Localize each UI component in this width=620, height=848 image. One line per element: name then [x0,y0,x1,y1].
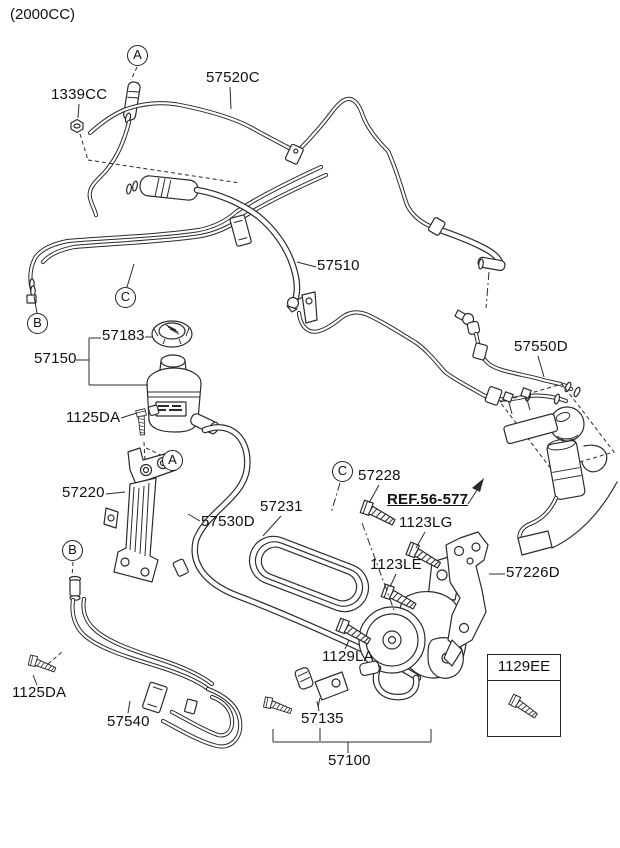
part-label-1125da-top[interactable]: 1125DA [66,409,121,426]
nut-1339cc [70,118,84,134]
callout-a-top: A [127,45,148,66]
cooler-tube-57550d [454,309,582,399]
inset-box-1129ee: 1129EE [487,654,561,737]
part-label-1123lg[interactable]: 1123LG [399,514,453,531]
part-label-57510[interactable]: 57510 [317,257,360,274]
callout-c-right: C [332,461,353,482]
part-label-1123le[interactable]: 1123LE [370,556,422,573]
part-label-57226d[interactable]: 57226D [506,564,560,581]
part-label-57520c[interactable]: 57520C [206,69,260,86]
leader-lines [32,86,545,753]
steering-gear-assembly [499,383,618,556]
part-label-57540[interactable]: 57540 [107,713,150,730]
return-tube-57520c [87,96,506,272]
part-label-57100[interactable]: 57100 [328,752,371,769]
bolt-1125da-top [135,408,149,436]
part-label-1129la[interactable]: 1129LA [322,648,374,665]
callout-connectors [33,66,395,611]
part-label-1125da-bottom[interactable]: 1125DA [12,684,67,701]
drive-belt-57231 [248,535,370,613]
part-label-57550d[interactable]: 57550D [514,338,568,355]
cooler-tube-57540 [68,575,243,749]
part-label-57220[interactable]: 57220 [62,484,105,501]
part-label-57135[interactable]: 57135 [301,710,344,727]
callout-c-left: C [115,287,136,308]
part-label-1129ee[interactable]: 1129EE [488,655,560,681]
pipe-clamp [229,214,252,247]
bolt-1125da-bottom [26,653,58,676]
part-label-1339cc[interactable]: 1339CC [51,86,108,103]
ref-label-56-577[interactable]: REF.56-577 [387,491,469,508]
part-label-57228[interactable]: 57228 [358,467,401,484]
part-label-57150[interactable]: 57150 [34,350,77,367]
part-label-57231[interactable]: 57231 [260,498,303,515]
clamp-57135 [261,667,349,717]
reservoir-assembly [146,320,220,435]
centerline-to-return-fitting [485,271,490,309]
pressure-hose-57510 [125,175,318,324]
pressure-hose-gear-end [87,81,141,218]
pump-bracket-57226d [443,531,489,667]
callout-b-left: B [27,313,48,334]
callout-b-bottom: B [62,540,83,561]
engine-variant-title: (2000CC) [10,6,76,23]
bolt-dash [47,651,63,665]
part-label-57183[interactable]: 57183 [102,327,145,344]
callout-a-mid: A [162,450,183,471]
part-label-57530d[interactable]: 57530D [201,513,255,530]
